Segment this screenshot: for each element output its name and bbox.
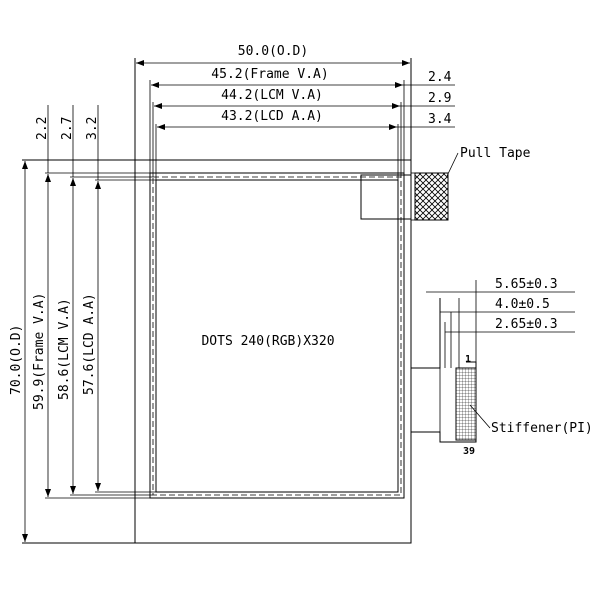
stiffener-label: Stiffener(PI) [491,421,593,436]
pull-tape: Pull Tape [360,146,531,221]
right-offset-2-4: 2.4 [428,70,452,85]
top-offset-3-2: 3.2 [85,117,100,140]
right-offset-3-4: 3.4 [428,112,452,127]
fpc-dim-2-65: 2.65±0.3 [495,317,558,332]
left-dimensions: 70.0(O.D) 59.9(Frame V.A) 58.6(LCM V.A) … [9,161,101,542]
lcd-aa-width-label: 43.2(LCD A.A) [221,109,323,124]
lcd-aa-height-label: 57.6(LCD A.A) [82,293,97,395]
od-width-label: 50.0(O.D) [238,44,308,59]
fpc-dim-5-65: 5.65±0.3 [495,277,558,292]
lcd-aa-outline [155,124,399,493]
right-offset-2-9: 2.9 [428,91,451,106]
fpc-dimensions: 5.65±0.3 4.0±0.5 2.65±0.3 [426,277,575,362]
pin-39-label: 39 [463,446,475,457]
left-extension-lines [45,172,156,499]
od-height-label: 70.0(O.D) [9,325,24,395]
pull-tape-label: Pull Tape [460,146,531,161]
top-offset-2-7: 2.7 [60,117,75,140]
frame-va-width-label: 45.2(Frame V.A) [211,67,328,82]
module-outline [22,58,412,544]
pin-1-label: 1 [465,354,471,365]
lcm-va-height-label: 58.6(LCM V.A) [57,298,72,400]
stiffener [455,367,477,441]
resolution-label: DOTS 240(RGB)X320 [201,334,334,349]
frame-va-outline [149,80,405,499]
top-left-offsets: 2.2 2.7 3.2 [35,105,100,180]
frame-va-height-label: 59.9(Frame V.A) [32,293,47,410]
top-offset-2-2: 2.2 [35,117,50,140]
lcm-va-outline [152,102,402,496]
fpc-dim-4-0: 4.0±0.5 [495,297,550,312]
lcm-va-width-label: 44.2(LCM V.A) [221,88,323,103]
top-dimensions: 50.0(O.D) 45.2(Frame V.A) 44.2(LCM V.A) … [136,44,455,130]
fpc-tail: 1 39 Stiffener(PI) [411,298,593,457]
